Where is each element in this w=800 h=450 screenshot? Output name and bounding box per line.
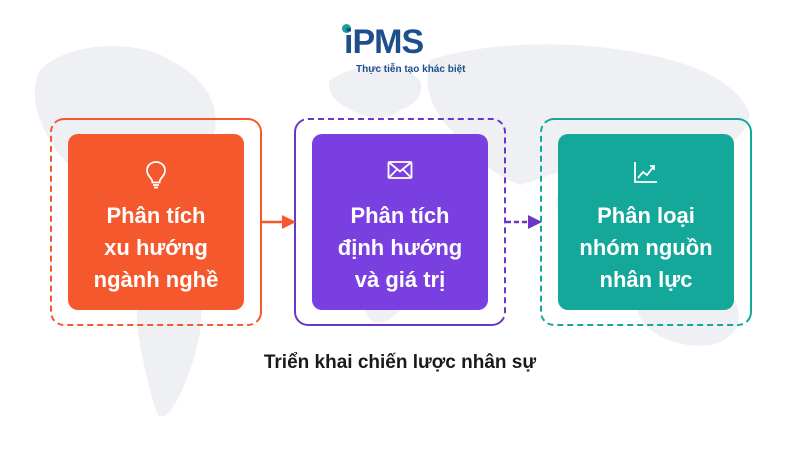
envelope-icon — [312, 160, 488, 180]
trend-chart-icon — [558, 160, 734, 184]
logo-dot — [342, 24, 351, 33]
ipms-logo: iPMS Thực tiễn tạo khác biệt — [330, 18, 470, 78]
step-3-line-2: nhóm nguồn — [579, 235, 713, 260]
step-2-line-1: Phân tích — [350, 203, 450, 228]
step-1-line-3: ngành nghề — [93, 267, 219, 292]
step-2-line-2: định hướng — [337, 235, 463, 260]
step-3-text: Phân loại nhóm nguồn nhân lực — [564, 200, 728, 296]
step-3-line-3: nhân lực — [599, 267, 693, 292]
step-2-line-3: và giá trị — [354, 267, 446, 292]
step-1-frame — [50, 118, 262, 326]
step-3-line-1: Phân loại — [597, 203, 695, 228]
step-1-line-2: xu hướng — [104, 235, 208, 260]
step-3-card: Phân loại nhóm nguồn nhân lực — [558, 134, 734, 310]
lightbulb-icon — [68, 160, 244, 190]
step-1-text: Phân tích xu hướng ngành nghề — [74, 200, 238, 296]
step-1-card: Phân tích xu hướng ngành nghề — [68, 134, 244, 310]
step-2-card: Phân tích định hướng và giá trị — [312, 134, 488, 310]
step-2-text: Phân tích định hướng và giá trị — [318, 200, 482, 296]
logo-tagline: Thực tiễn tạo khác biệt — [356, 64, 466, 75]
diagram-caption: Triển khai chiến lược nhân sự — [263, 352, 537, 373]
logo-wordmark: iPMS — [344, 23, 424, 61]
step-1-line-1: Phân tích — [106, 203, 206, 228]
